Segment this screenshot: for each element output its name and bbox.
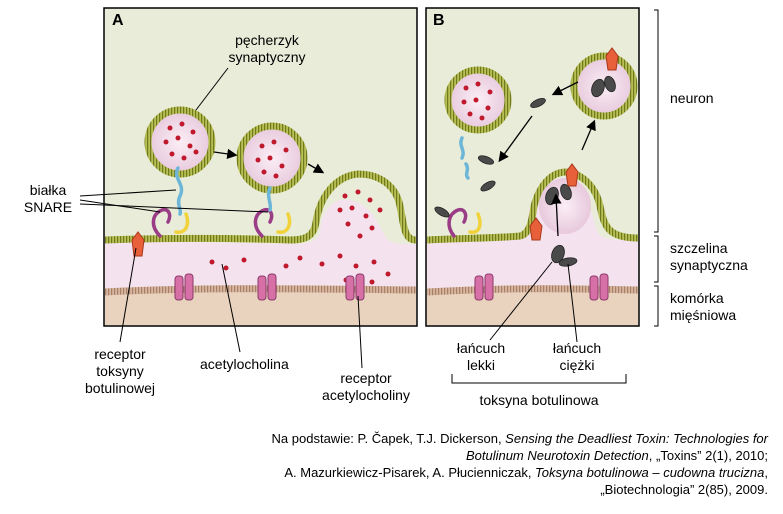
- toxin-receptor-label: receptor toksyny botulinowej: [84, 346, 156, 396]
- vesicle-label: pęcherzyk synaptyczny: [228, 32, 306, 65]
- snare-proteins-a: [151, 166, 292, 238]
- panel-label-b: B: [433, 12, 445, 29]
- caption-line-4: „Biotechnologia” 2(85), 2009.: [600, 482, 768, 497]
- light-chain-label: łańcuch lekki: [456, 340, 506, 373]
- panel-a: [103, 7, 418, 327]
- vesicle-a1: [144, 106, 216, 178]
- neuron-membrane-b: [426, 168, 639, 244]
- snare-label: białka SNARE: [23, 182, 73, 215]
- cleft-label: szczelina synaptyczna: [670, 240, 748, 273]
- ach-receptors-a: [174, 273, 365, 301]
- caption-line-2: Botulinum Neurotoxin Detection, „Toxins”…: [465, 448, 768, 463]
- neuron-membrane-a: [104, 170, 417, 244]
- acetylcholine-dots-a: [163, 121, 391, 285]
- caption-line-3: A. Mazurkiewicz-Pisarek, A. Płuciennicza…: [284, 465, 768, 480]
- toxin-receptor-b: [529, 47, 619, 241]
- muscle-cell-label: komórka mięśniowa: [670, 290, 737, 323]
- toxin-brace: [451, 374, 627, 384]
- botulinum-toxin-label: toksyna botulinowa: [479, 392, 599, 408]
- source-caption: Na podstawie: P. Čapek, T.J. Dickerson, …: [180, 430, 768, 498]
- snare-proteins-b: [447, 136, 482, 238]
- panel-label-a: A: [112, 12, 124, 29]
- caption-line-1: Na podstawie: P. Čapek, T.J. Dickerson, …: [271, 431, 768, 446]
- ach-receptor-label: receptor acetylocholiny: [322, 370, 410, 403]
- acetylcholine-dots-b: [461, 81, 493, 121]
- leader-lines: [79, 67, 578, 369]
- toxin-receptor-a: [131, 231, 145, 257]
- ach-receptors-b: [474, 273, 609, 301]
- region-brackets: [654, 9, 659, 327]
- acetylcholine-label: acetylocholina: [200, 356, 289, 372]
- neuron-label: neuron: [670, 90, 714, 106]
- heavy-chain-label: łańcuch ciężki: [552, 340, 602, 373]
- panel-b: [425, 7, 640, 327]
